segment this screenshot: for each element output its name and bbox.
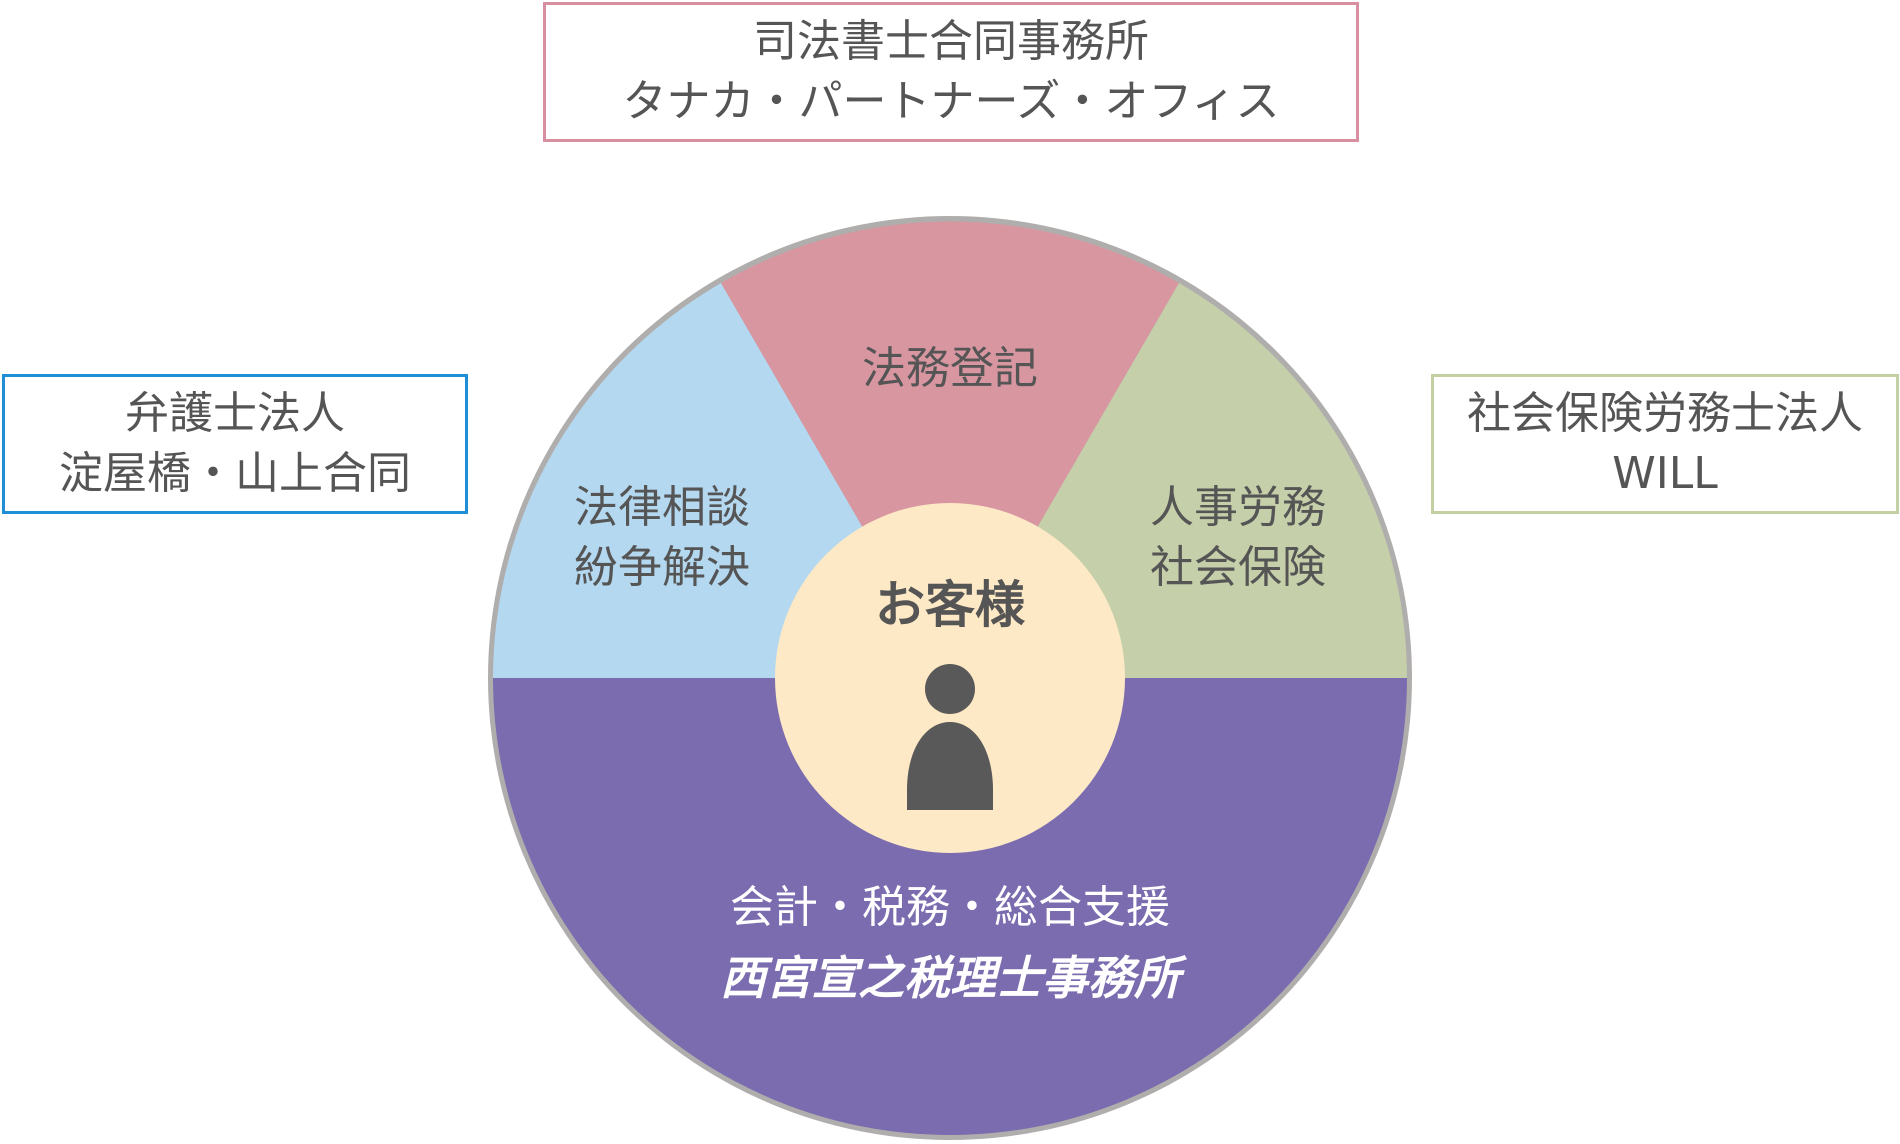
partner-top-line2: タナカ・パートナーズ・オフィス — [622, 76, 1280, 127]
person-icon — [907, 664, 993, 810]
customer-label: お客様 — [875, 576, 1026, 634]
accounting-label-line1: 会計・税務・総合支援 — [730, 882, 1170, 933]
partner-left-line2: 淀屋橋・山上合同 — [59, 448, 411, 499]
segment-registration — [721, 221, 1179, 679]
partner-box-law-firm: 弁護士法人 淀屋橋・山上合同 — [2, 374, 468, 514]
legal-label-line2: 紛争解決 — [574, 542, 750, 593]
partner-right-line1: 社会保険労務士法人 — [1467, 388, 1863, 439]
segment-accounting — [493, 678, 1407, 1135]
partner-right-line2: WILL — [1612, 448, 1718, 499]
hr-label-line2: 社会保険 — [1150, 542, 1326, 593]
registration-label: 法務登記 — [862, 343, 1038, 394]
legal-label-line1: 法律相談 — [574, 482, 750, 533]
hr-label-line1: 人事労務 — [1150, 482, 1326, 533]
partner-left-line1: 弁護士法人 — [125, 388, 345, 439]
partner-box-labor-consultant: 社会保険労務士法人 WILL — [1431, 374, 1899, 514]
accounting-office-name: 西宮宣之税理士事務所 — [720, 951, 1187, 1005]
partner-box-judicial-scrivener: 司法書士合同事務所 タナカ・パートナーズ・オフィス — [543, 2, 1359, 142]
partner-top-line1: 司法書士合同事務所 — [753, 16, 1149, 67]
